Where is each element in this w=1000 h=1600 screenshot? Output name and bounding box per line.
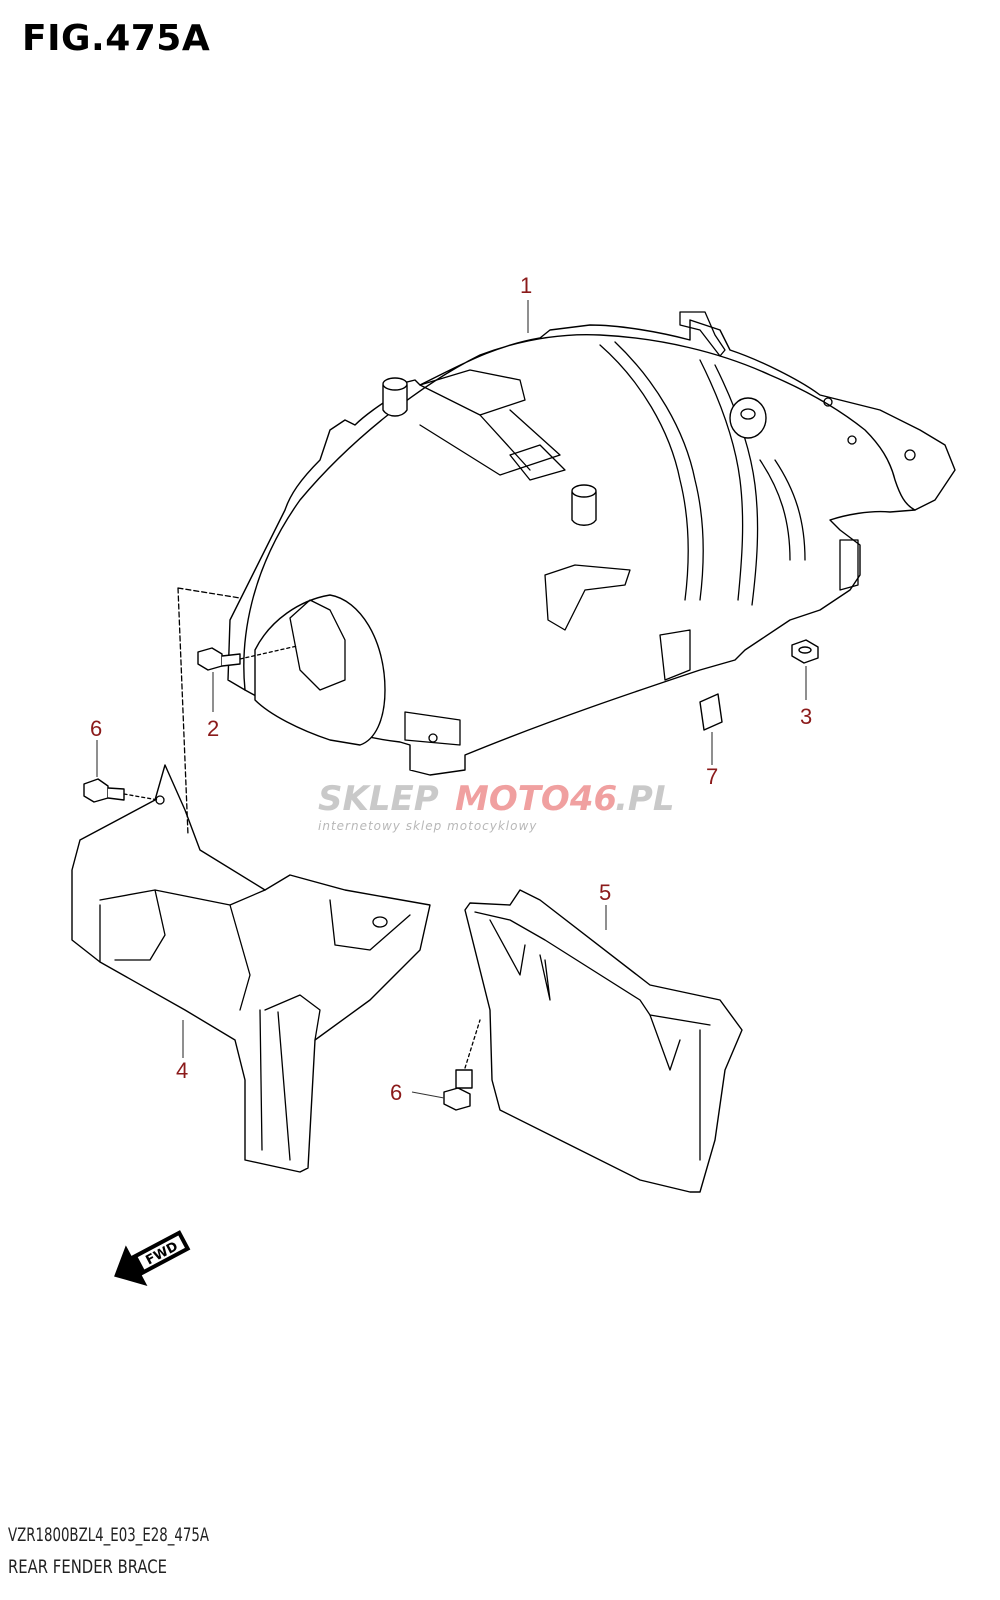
bolt-part-2	[197, 645, 298, 671]
fender-brace-part-5	[464, 889, 743, 1193]
callout-7: 7	[706, 764, 718, 789]
figure-code: VZR1800BZL4_E03_E28_475A	[8, 1524, 209, 1546]
callouts: 1 2 3 4 5 6 6 7	[90, 273, 812, 1105]
nut-part-3	[791, 639, 819, 664]
figure-name: REAR FENDER BRACE	[8, 1556, 168, 1578]
watermark-tagline: internetowy sklep motocyklowy	[318, 819, 537, 833]
callout-6-lower: 6	[390, 1080, 402, 1105]
callout-5: 5	[599, 880, 611, 905]
fwd-arrow-icon: FWD	[114, 1230, 191, 1286]
bracket-line	[177, 587, 241, 836]
fender-brace-part-4	[71, 764, 431, 1173]
callout-3: 3	[800, 704, 812, 729]
callout-4: 4	[176, 1058, 188, 1083]
watermark: SKLEP MOTO46 .PL internetowy sklep motoc…	[318, 779, 675, 833]
watermark-brand-a: SKLEP	[318, 779, 439, 819]
watermark-brand-b: MOTO46	[455, 779, 617, 819]
figure-title: FIG.475A	[22, 18, 211, 59]
callout-2: 2	[207, 716, 219, 741]
callout-1: 1	[520, 273, 532, 298]
pad-part-7	[699, 693, 723, 731]
callout-6-upper: 6	[90, 716, 102, 741]
bolt-part-6-lower	[443, 1019, 481, 1111]
watermark-brand-c: .PL	[615, 779, 675, 819]
bolt-part-6-upper	[83, 778, 165, 805]
rear-fender-part	[227, 311, 956, 776]
